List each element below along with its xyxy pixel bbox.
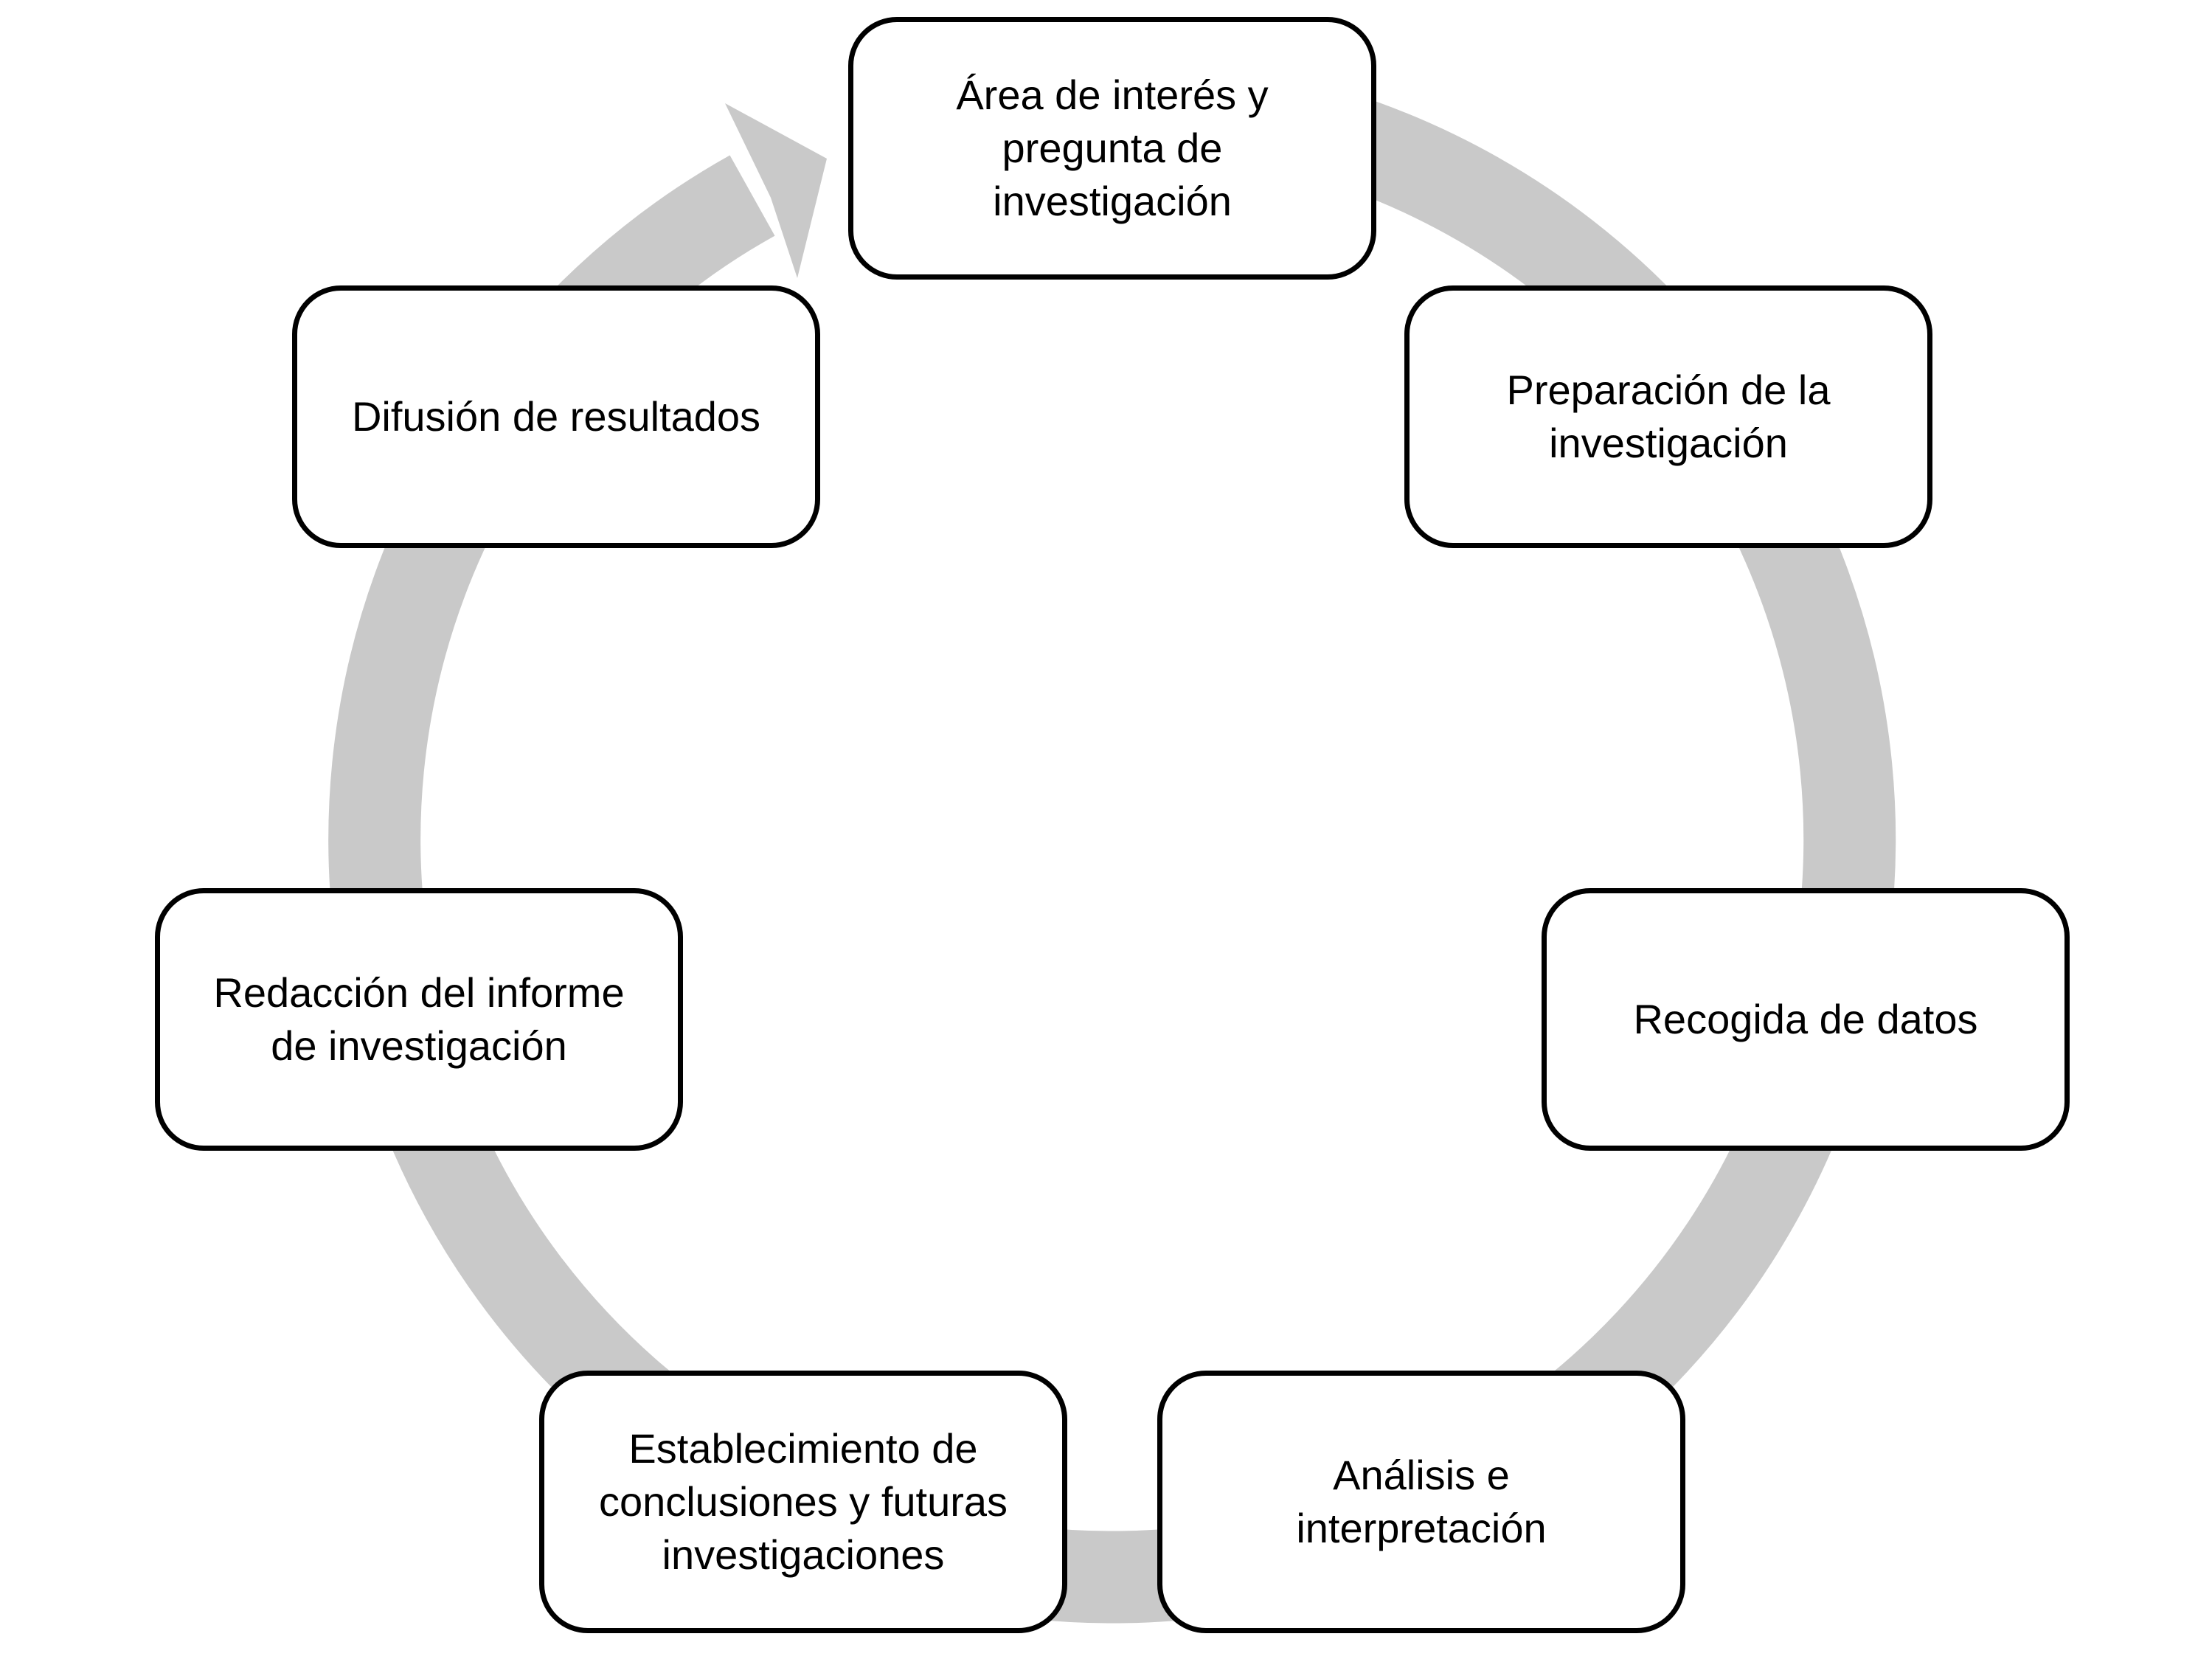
step-box-preparacion: Preparación de la investigación xyxy=(1404,285,1932,548)
step-box-conclusiones: Establecimiento de conclusiones y futura… xyxy=(539,1371,1067,1633)
step-label: Recogida de datos xyxy=(1633,996,1978,1042)
step-box-difusion: Difusión de resultados xyxy=(292,285,820,548)
step-label: Área de interés y pregunta de investigac… xyxy=(956,72,1269,224)
step-box-analisis: Análisis e interpretación xyxy=(1157,1371,1685,1633)
step-box-area-de-interes: Área de interés y pregunta de investigac… xyxy=(848,17,1376,280)
step-box-recogida-de-datos: Recogida de datos xyxy=(1542,888,2070,1151)
step-label: Preparación de la investigación xyxy=(1506,367,1831,466)
step-label: Difusión de resultados xyxy=(351,393,761,440)
arrowhead-icon xyxy=(725,103,827,278)
step-box-redaccion: Redacción del informe de investigación xyxy=(155,888,683,1151)
step-label: Establecimiento de conclusiones y futura… xyxy=(598,1425,1008,1578)
step-label: Redacción del informe de investigación xyxy=(213,969,625,1069)
step-label: Análisis e interpretación xyxy=(1296,1452,1547,1551)
